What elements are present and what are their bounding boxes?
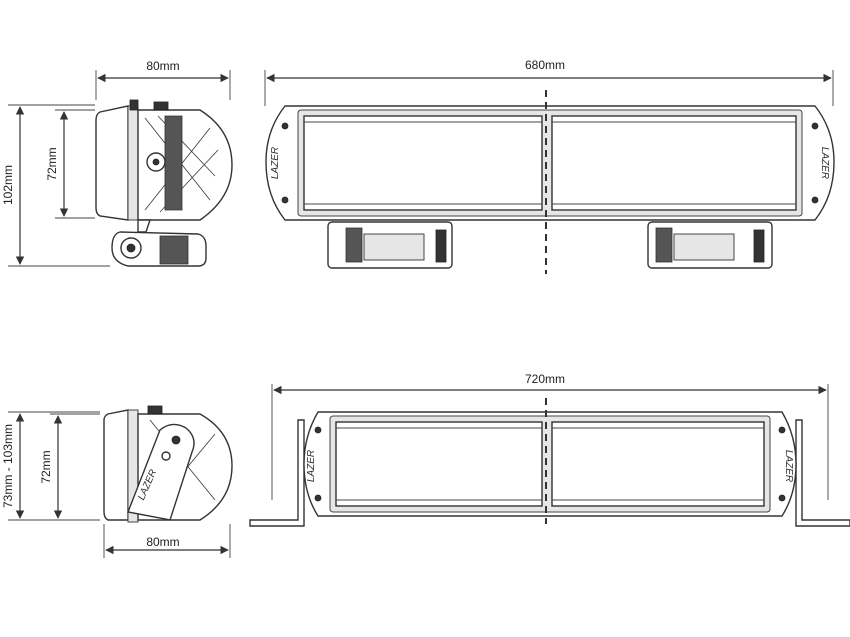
bracket-hole	[161, 451, 171, 461]
front-view-bracket-mount: 720mm LAZER LAZER	[249, 372, 850, 527]
mount-bolt-center	[152, 158, 160, 166]
lens-panel-left-bottom	[335, 421, 543, 507]
screw	[314, 494, 322, 502]
dimension-label-height-body-bottom: 72mm	[39, 450, 53, 483]
angle-bracket	[127, 423, 195, 521]
pedestal-block-right	[673, 233, 735, 261]
dimension-label-height-total: 102mm	[1, 165, 15, 205]
lens-frame	[127, 105, 139, 221]
lens-panel-right-bottom	[551, 421, 765, 507]
dimension-label-length: 680mm	[525, 58, 565, 72]
lens-panel-right	[551, 115, 797, 211]
top-clip-bottom	[147, 405, 163, 415]
logo-right-bottom: LAZER	[783, 450, 794, 482]
pedestal-knob-left	[435, 229, 447, 263]
dimension-label-width-bottom: 80mm	[146, 535, 179, 549]
pedestal-neck	[137, 219, 151, 233]
screw	[811, 122, 819, 130]
dimension-label-height-body: 72mm	[45, 147, 59, 180]
logo-right: LAZER	[819, 147, 830, 179]
top-clip	[153, 101, 169, 111]
heatsink-housing	[137, 109, 233, 221]
screw	[811, 196, 819, 204]
side-view-pedestal-mount: 80mm 102mm 72mm	[1, 59, 233, 267]
logo-left: LAZER	[270, 147, 281, 179]
lens-panel-left	[303, 115, 543, 211]
top-clip-left	[129, 99, 139, 111]
screw	[778, 426, 786, 434]
lamp-body-profile	[95, 105, 129, 221]
dimension-label-width: 80mm	[146, 59, 179, 73]
screw	[281, 122, 289, 130]
pedestal-knob-center	[126, 243, 136, 253]
end-bracket-right	[795, 419, 850, 527]
screw	[314, 426, 322, 434]
logo-left-bottom: LAZER	[306, 450, 317, 482]
pedestal-clamp-left	[345, 227, 363, 263]
screw	[778, 494, 786, 502]
pedestal-clamp	[159, 235, 189, 265]
end-bracket-left	[249, 419, 305, 527]
dimension-label-length-bottom: 720mm	[525, 372, 565, 386]
front-view-pedestal-mount: 680mm LAZER LAZER	[264, 58, 835, 274]
bracket-bolt	[171, 435, 181, 445]
dimension-label-height-range: 73mm - 103mm	[1, 424, 15, 508]
side-view-bracket-mount: 73mm - 103mm 72mm LAZER 80mm	[1, 405, 233, 558]
screw	[281, 196, 289, 204]
center-mount-plate	[164, 115, 183, 211]
lamp-body-profile-bottom	[103, 409, 129, 521]
pedestal-knob-right	[753, 229, 765, 263]
pedestal-block-left	[363, 233, 425, 261]
pedestal-clamp-right	[655, 227, 673, 263]
